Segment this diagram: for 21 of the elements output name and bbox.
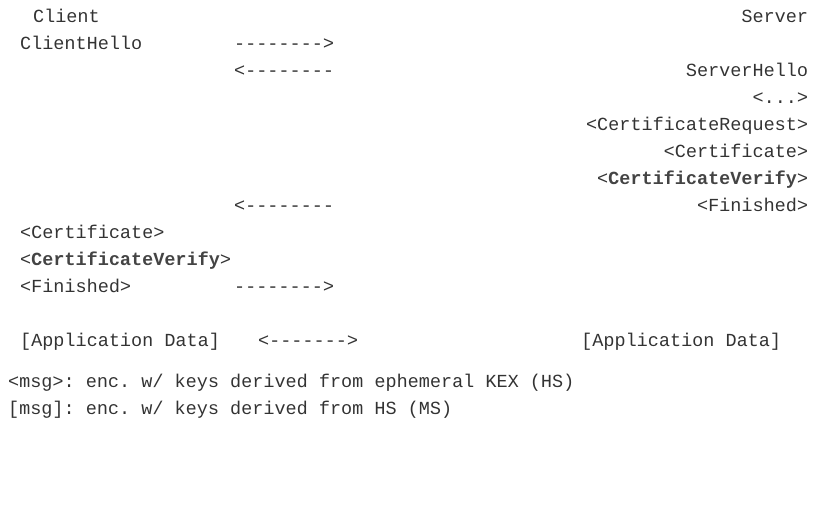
legend-note: [msg]: enc. w/ keys derived from HS (MS)	[8, 399, 452, 421]
ascii-arrow: <--------	[234, 196, 334, 218]
legend-note: <msg>: enc. w/ keys derived from ephemeral KEX (HS)	[8, 372, 574, 394]
message-label: <...>	[752, 88, 808, 110]
ascii-arrow: <------->	[258, 331, 358, 353]
message-label: <Finished>	[696, 196, 808, 218]
message-label: <Certificate>	[20, 223, 164, 245]
message-label: ClientHello	[20, 34, 142, 56]
message-label: [Application Data]	[20, 331, 220, 353]
party-label: Server	[741, 7, 808, 29]
ascii-arrow: -------->	[234, 34, 334, 56]
message-label: [Application Data]	[581, 331, 781, 353]
party-label: Client	[33, 7, 100, 29]
message-label: <Finished>	[20, 277, 132, 299]
message-label: <CertificateRequest>	[586, 115, 808, 137]
message-label: <CertificateVerify>	[597, 169, 808, 191]
ascii-arrow: -------->	[234, 277, 334, 299]
ascii-arrow: <--------	[234, 61, 334, 83]
message-label: <Certificate>	[664, 142, 808, 164]
message-label: <CertificateVerify>	[20, 250, 231, 272]
message-label: ServerHello	[686, 61, 808, 83]
